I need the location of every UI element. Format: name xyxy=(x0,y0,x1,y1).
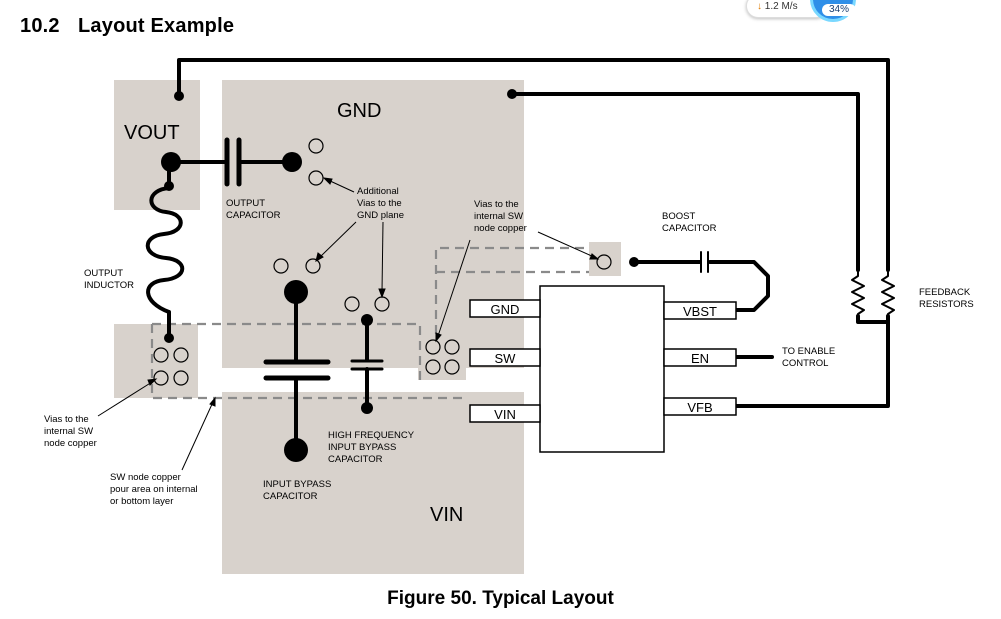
pin-label-sw: SW xyxy=(495,351,517,366)
vin-label: VIN xyxy=(430,504,463,526)
pin-vin xyxy=(469,404,541,423)
output-cap-gnd-node xyxy=(282,152,302,172)
pin-sw xyxy=(469,348,541,367)
sw-via xyxy=(425,339,441,355)
solid-nodes xyxy=(161,89,639,462)
feedback-resistor-left xyxy=(851,270,865,316)
figure-caption: Figure 50. Typical Layout xyxy=(387,588,614,609)
gnd-via xyxy=(344,296,360,312)
pin-en xyxy=(663,348,737,367)
input-bypass-gnd-node xyxy=(284,280,308,304)
section-title: Layout Example xyxy=(78,15,235,37)
ic-package xyxy=(469,285,737,453)
boost-sw-node xyxy=(629,257,639,267)
sw-via xyxy=(444,359,460,375)
sw-node-dashed-outline xyxy=(150,246,589,400)
memory-percent: 34% xyxy=(822,4,856,16)
pin-vfb xyxy=(663,397,737,416)
hf-bypass-vin-node xyxy=(361,402,373,414)
inductor-top-node xyxy=(164,181,174,191)
sw-via xyxy=(153,347,169,363)
pin-vbst xyxy=(663,301,737,320)
boost-sw-via xyxy=(596,254,612,270)
vout-label: VOUT xyxy=(124,122,180,144)
feedback-resistors xyxy=(851,270,895,316)
gnd-label: GND xyxy=(337,100,381,122)
vout-copper xyxy=(114,80,200,210)
vout-feedback-node xyxy=(174,91,184,101)
network-speed-widget[interactable]: ↓ 1.2 M/s 34% xyxy=(746,0,858,22)
section-heading: 10.2 Layout Example xyxy=(20,15,234,38)
sw-via xyxy=(425,359,441,375)
input-bypass-vin-node xyxy=(284,438,308,462)
gnd-via xyxy=(305,258,321,274)
gnd-feedback-trace xyxy=(510,92,860,272)
pin-label-gnd: GND xyxy=(491,302,520,317)
gnd-via xyxy=(308,138,324,154)
pin-gnd xyxy=(469,299,541,318)
capacitor-plates xyxy=(224,137,709,381)
vfb-trace xyxy=(734,314,890,408)
traces xyxy=(167,58,890,452)
sw-via xyxy=(444,339,460,355)
sw-via-pad-mid xyxy=(418,334,466,380)
sw-via xyxy=(173,370,189,386)
sw-via xyxy=(173,347,189,363)
ic-body xyxy=(539,285,665,453)
inductor-bottom-node xyxy=(164,333,174,343)
feedback-resistor-right xyxy=(881,270,895,316)
pin-label-vbst: VBST xyxy=(683,304,717,319)
pin-label-vin: VIN xyxy=(494,407,516,422)
pin-label-en: EN xyxy=(691,351,709,366)
sw-via xyxy=(153,370,169,386)
hf-bypass-gnd-node xyxy=(361,314,373,326)
output-inductor-coil xyxy=(145,186,185,314)
network-speed-value: 1.2 M/s xyxy=(764,1,798,12)
download-arrow-icon: ↓ xyxy=(757,1,762,12)
vias xyxy=(153,138,612,386)
feedback-junction xyxy=(856,314,890,324)
vout-node xyxy=(161,152,181,172)
network-speed-readout: ↓ 1.2 M/s xyxy=(757,1,798,12)
gnd-via xyxy=(308,170,324,186)
gnd-via xyxy=(273,258,289,274)
gnd-feedback-node xyxy=(507,89,517,99)
boost-cap-to-vbst xyxy=(708,260,770,312)
section-number: 10.2 xyxy=(20,15,60,37)
leader-arrows xyxy=(97,177,600,471)
pin-label-vfb: VFB xyxy=(687,400,712,415)
vout-feedback-trace xyxy=(177,58,890,272)
